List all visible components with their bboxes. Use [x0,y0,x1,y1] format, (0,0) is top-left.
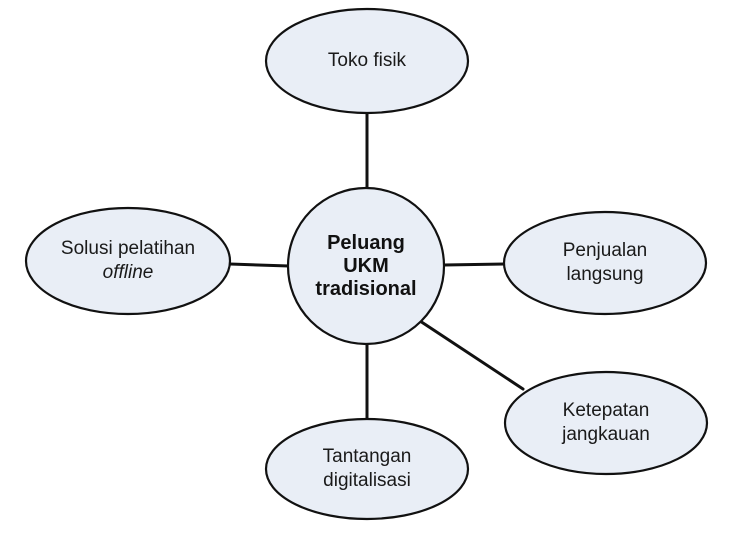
node-solusi-pelatihan-offline [24,206,232,316]
node-tantangan-digitalisasi [264,417,470,521]
node-toko-fisik [264,7,470,115]
connector-right [442,262,507,267]
node-ketepatan-jangkauan [503,370,709,476]
connector-lower-right [418,319,525,391]
center-node [286,186,446,346]
node-penjualan-langsung [502,210,708,316]
connector-left [228,262,291,268]
